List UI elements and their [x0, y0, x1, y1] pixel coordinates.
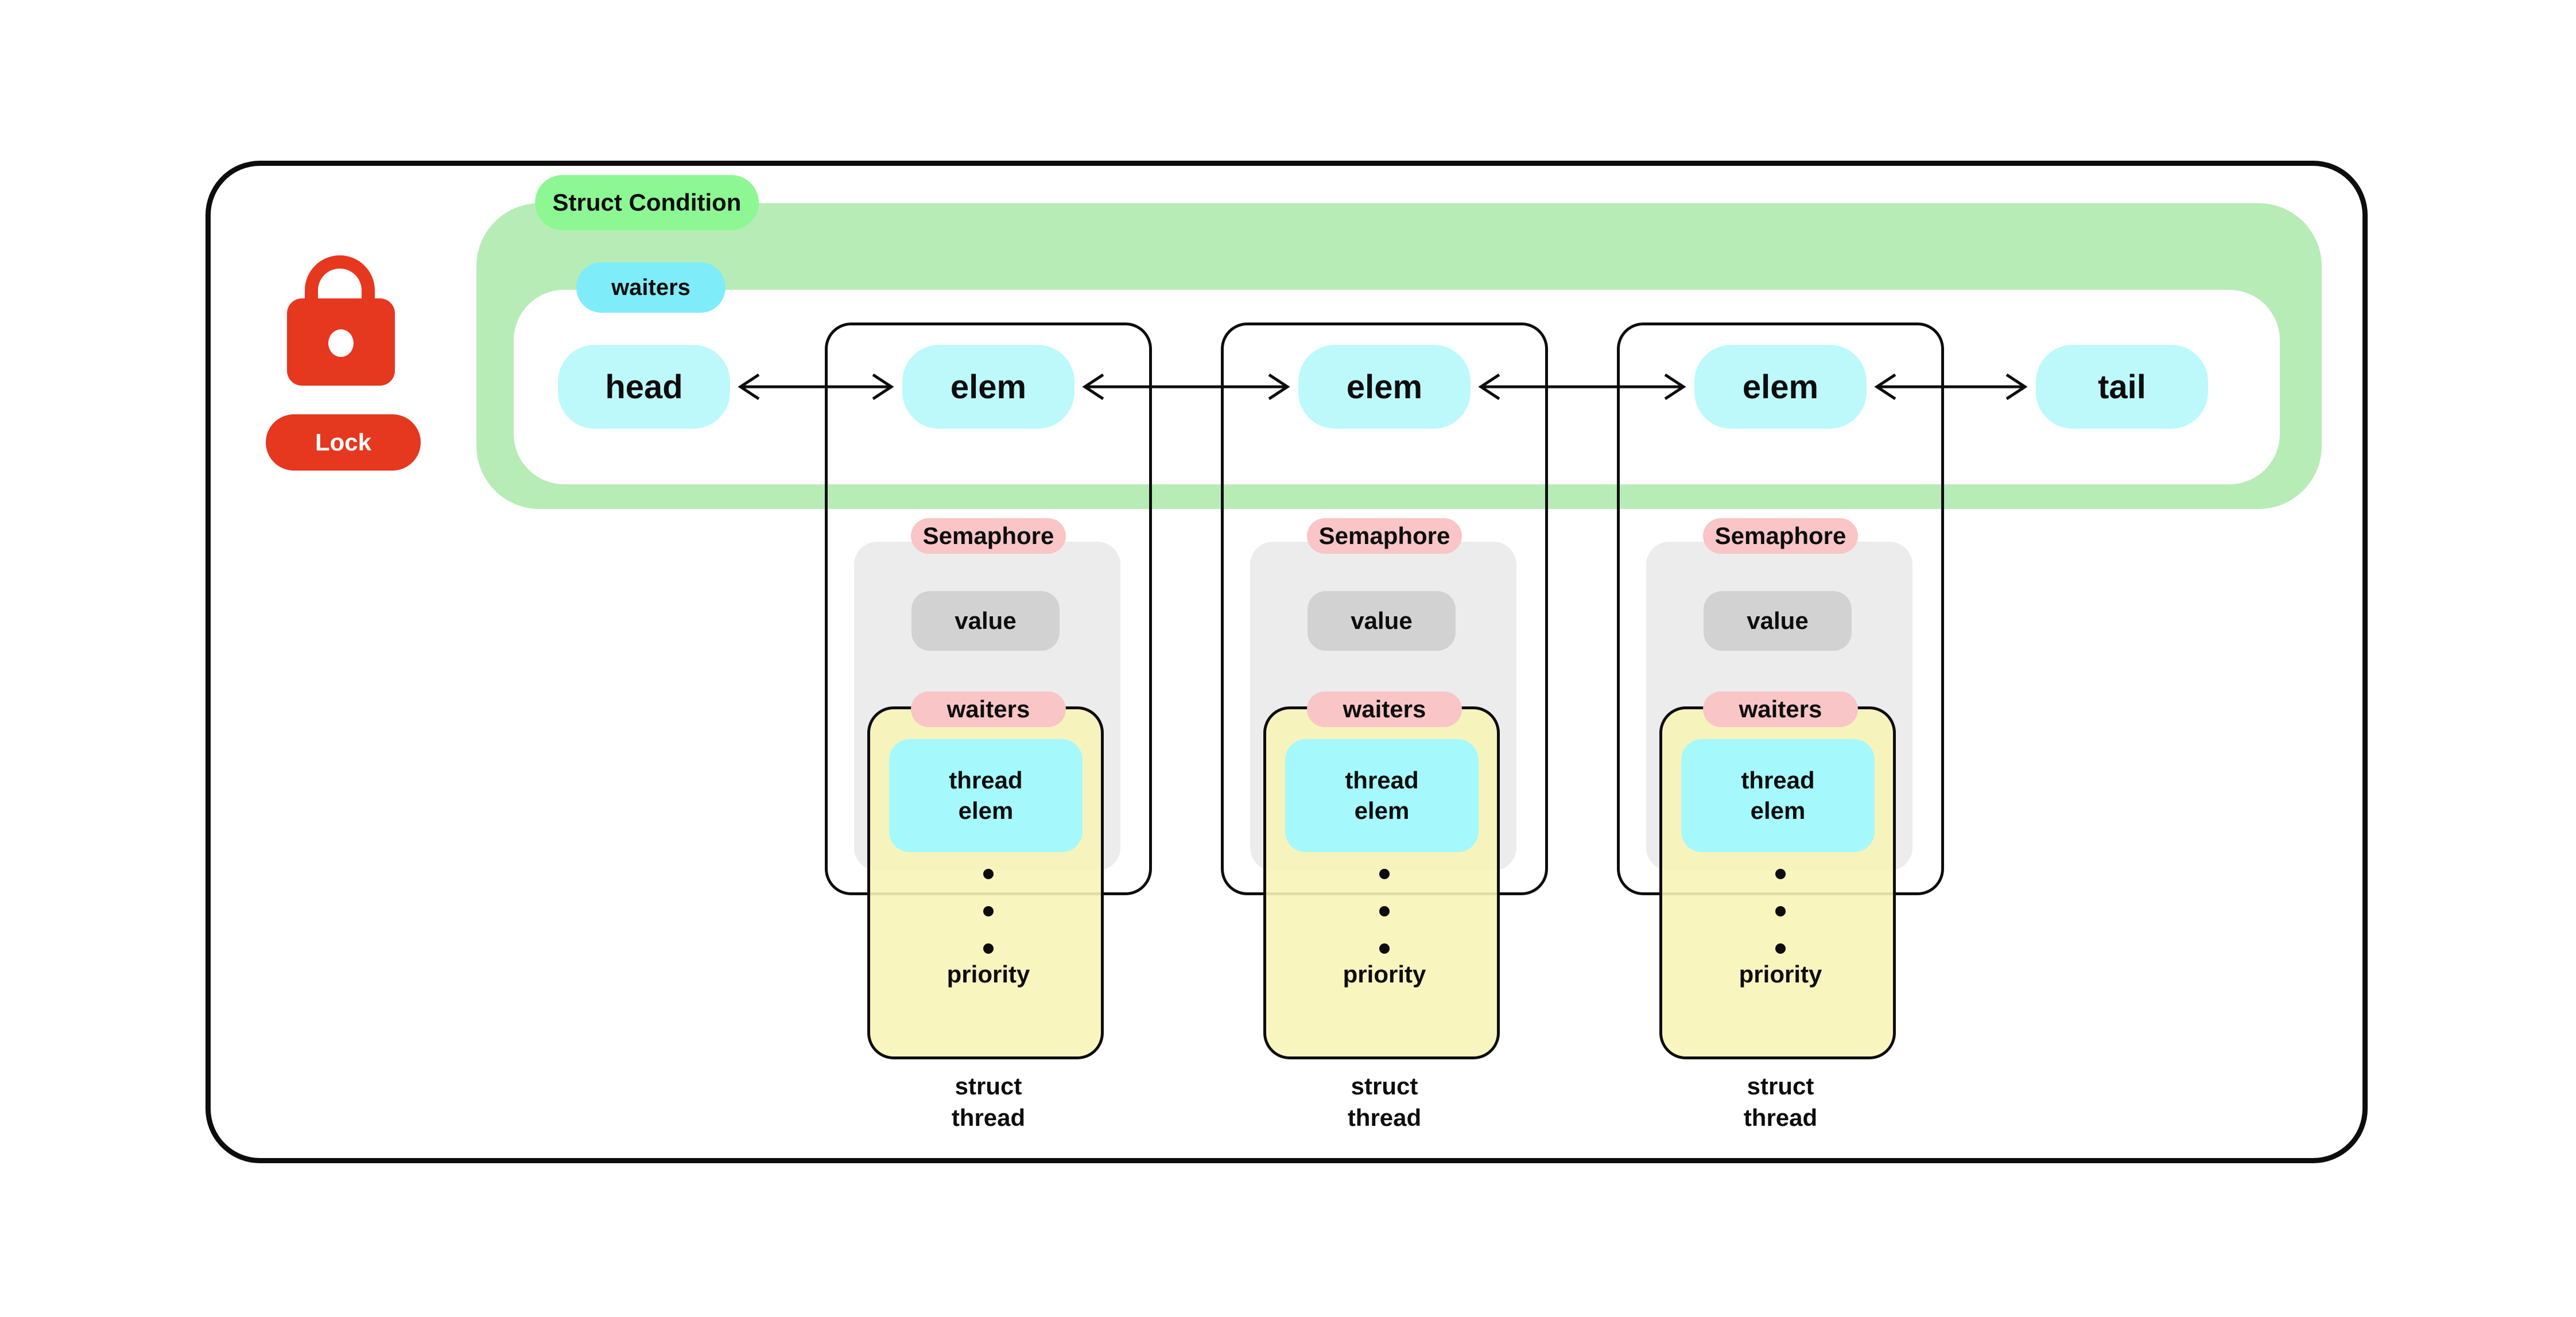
- priority-label: priority: [1739, 961, 1822, 988]
- semaphore-waiters-label: waiters: [911, 691, 1066, 727]
- elem-detail-column-2: Semaphore value thread elem waiters prio…: [1221, 323, 1548, 1131]
- semaphore-value-box: value: [911, 591, 1060, 651]
- list-node-elem-2: elem: [1298, 345, 1471, 429]
- lock-keyhole: [328, 329, 354, 357]
- semaphore-waiters-label: waiters: [1307, 691, 1462, 727]
- semaphore-label: Semaphore: [1703, 518, 1858, 554]
- lock-label: Lock: [266, 414, 421, 471]
- ellipsis-dot: [1775, 869, 1786, 879]
- ellipsis-dot: [1775, 943, 1786, 954]
- ellipsis-dot: [1379, 906, 1390, 916]
- struct-condition-label: Struct Condition: [535, 175, 759, 230]
- list-node-head: head: [558, 345, 730, 429]
- semaphore-label: Semaphore: [1307, 518, 1462, 554]
- ellipsis-dot: [983, 906, 994, 916]
- semaphore-value-box: value: [1308, 591, 1456, 651]
- struct-thread-caption: struct thread: [951, 1073, 1026, 1131]
- list-node-elem-3: elem: [1694, 345, 1867, 429]
- semaphore-waiters-label: waiters: [1703, 691, 1858, 727]
- thread-elem-box: thread elem: [889, 739, 1083, 852]
- ellipsis-dot: [1379, 943, 1390, 954]
- list-node-tail: tail: [2036, 345, 2208, 429]
- ellipsis-dot: [1775, 906, 1786, 916]
- semaphore-label: Semaphore: [911, 518, 1066, 554]
- ellipsis-dot: [983, 943, 994, 954]
- priority-label: priority: [1343, 961, 1426, 988]
- struct-thread-caption: struct thread: [1347, 1073, 1422, 1131]
- elem-detail-column-3: Semaphore value thread elem waiters prio…: [1617, 323, 1944, 1131]
- list-node-elem-1: elem: [902, 345, 1074, 429]
- semaphore-value-box: value: [1704, 591, 1852, 651]
- lock-icon: [287, 298, 395, 386]
- thread-elem-box: thread elem: [1285, 739, 1479, 852]
- ellipsis-dot: [983, 869, 994, 879]
- condition-waiters-label: waiters: [576, 262, 726, 313]
- elem-detail-column-1: Semaphore value thread elem waiters prio…: [825, 323, 1152, 1131]
- thread-elem-box: thread elem: [1681, 739, 1875, 852]
- struct-thread-caption: struct thread: [1743, 1073, 1818, 1131]
- ellipsis-dot: [1379, 869, 1390, 879]
- priority-label: priority: [946, 961, 1030, 988]
